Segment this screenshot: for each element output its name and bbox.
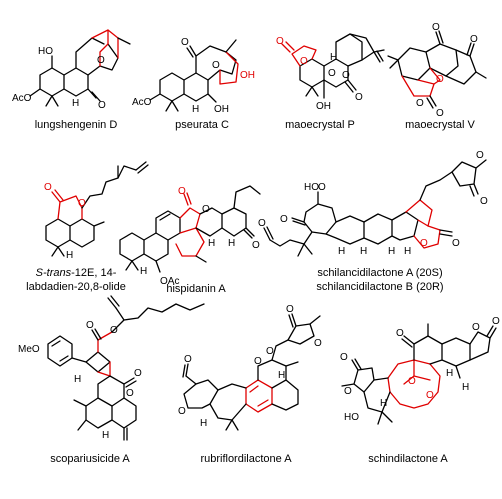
atom-label: O	[342, 70, 350, 81]
atom-label: H	[462, 382, 469, 393]
atom-label: O	[396, 328, 404, 339]
atom-label: O	[420, 238, 428, 249]
atom-label: HO	[304, 182, 319, 193]
atom-label: O	[258, 218, 266, 229]
atom-label: O	[202, 204, 210, 215]
atom-label: H	[228, 238, 235, 249]
atom-label: H	[330, 52, 337, 63]
atom-label: O	[286, 304, 294, 315]
atom-label: O	[184, 354, 192, 365]
atom-label: AcO	[12, 93, 32, 104]
atom-label: H	[72, 98, 79, 109]
name-prefix: S-trans	[36, 267, 72, 279]
structure-maoecrystal-v: O O O O O maoecrystal V	[387, 22, 487, 131]
atom-label: O	[78, 198, 86, 209]
atom-label: O	[110, 325, 118, 336]
compound-name-line1: schilancidilactone A (20S)	[317, 267, 442, 279]
structure-hispidanin-a: O O O H H H OAc hispidanin A	[119, 185, 261, 295]
atom-label: O	[436, 74, 444, 85]
compound-name: pseurata C	[175, 119, 229, 131]
atom-label: HO	[344, 412, 359, 423]
atom-label: OH	[316, 101, 331, 112]
atom-label: O	[212, 60, 220, 71]
atom-label: AcO	[132, 97, 152, 108]
compound-name: hispidanin A	[166, 283, 226, 295]
atom-label: O	[134, 368, 142, 379]
atom-label: O	[300, 56, 308, 67]
structure-pseurata-c: O O OH AcO H OH pseurata C	[132, 37, 255, 131]
atom-label: H	[446, 368, 453, 379]
atom-label: O	[252, 240, 260, 251]
atom-label: O	[452, 238, 460, 249]
atom-label: O	[178, 186, 186, 197]
atom-label: OH	[240, 70, 255, 81]
atom-label: O	[492, 316, 500, 327]
structure-lungshengenin-d: HO O AcO H O lungshengenin D	[12, 29, 131, 131]
atom-label: H	[278, 370, 285, 381]
atom-label: H	[360, 246, 367, 257]
compound-name: maoecrystal P	[285, 119, 355, 131]
name-rest: -12E, 14-	[71, 267, 117, 279]
atom-label: H	[74, 374, 81, 385]
structure-labdadienolide: O O H S-trans-12E, 14- labdadien-20,8-ol…	[26, 161, 149, 293]
atom-label: O	[254, 356, 262, 367]
atom-label: H	[140, 266, 147, 277]
structure-maoecrystal-p: O O O O O H OH maoecrystal P	[276, 33, 385, 131]
atom-label: O	[314, 338, 322, 349]
atom-label: O	[181, 37, 189, 48]
atom-label: H	[208, 238, 215, 249]
atom-label: O	[328, 68, 336, 79]
compound-name: maoecrystal V	[405, 119, 475, 131]
atom-label: O	[472, 322, 480, 333]
atom-label: O	[436, 108, 444, 119]
atom-label: O	[44, 182, 52, 193]
atom-label: O	[266, 346, 274, 357]
atom-label: O	[178, 406, 186, 417]
atom-label: MeO	[18, 344, 40, 355]
structure-rubriflordilactone-a: O O O O O O H H rubriflordilactone A	[178, 304, 322, 465]
compound-name: scopariusicide A	[50, 453, 130, 465]
atom-label: O	[318, 182, 326, 193]
compound-name: rubriflordilactone A	[200, 453, 292, 465]
atom-label: O	[276, 36, 284, 47]
atom-label: O	[97, 55, 105, 66]
atom-label: H	[66, 250, 73, 261]
atom-label: H	[388, 246, 395, 257]
compound-name: S-trans-12E, 14-	[36, 267, 117, 279]
compound-name-line2: labdadien-20,8-olide	[26, 281, 126, 293]
atom-label: O	[480, 196, 488, 207]
atom-label: O	[416, 98, 424, 109]
atom-label: H	[192, 104, 199, 115]
atom-label: H	[404, 246, 411, 257]
atom-label: OAc	[160, 276, 179, 287]
atom-label: O	[476, 150, 484, 161]
atom-label: O	[470, 34, 478, 45]
atom-label: O	[126, 388, 134, 399]
atom-label: O	[280, 214, 288, 225]
structure-scopariusicide-a: MeO O O O O H H scopariusicide A	[18, 295, 205, 465]
structure-schilancidilactone: O O HO O O H H H H O O O schilancidilact…	[258, 150, 488, 293]
atom-label: O	[432, 22, 440, 33]
atom-label: O	[86, 320, 94, 331]
compound-name: schindilactone A	[368, 453, 448, 465]
atom-label: H	[380, 398, 387, 409]
atom-label: H	[200, 418, 207, 429]
structure-schindilactone-a: O O O O O O O HO H H H schindilactone A	[340, 316, 500, 465]
atom-label: H	[338, 246, 345, 257]
compound-name: lungshengenin D	[35, 119, 118, 131]
atom-label: O	[355, 92, 363, 103]
atom-label: O	[344, 386, 352, 397]
atom-label: HO	[38, 46, 53, 57]
atom-label: O	[340, 352, 348, 363]
atom-label: O	[98, 100, 106, 111]
atom-label: H	[102, 430, 109, 441]
atom-label: O	[408, 376, 416, 387]
compound-name-line2: schilancidilactone B (20R)	[316, 281, 443, 293]
atom-label: OH	[214, 104, 229, 115]
atom-label: O	[426, 390, 434, 401]
